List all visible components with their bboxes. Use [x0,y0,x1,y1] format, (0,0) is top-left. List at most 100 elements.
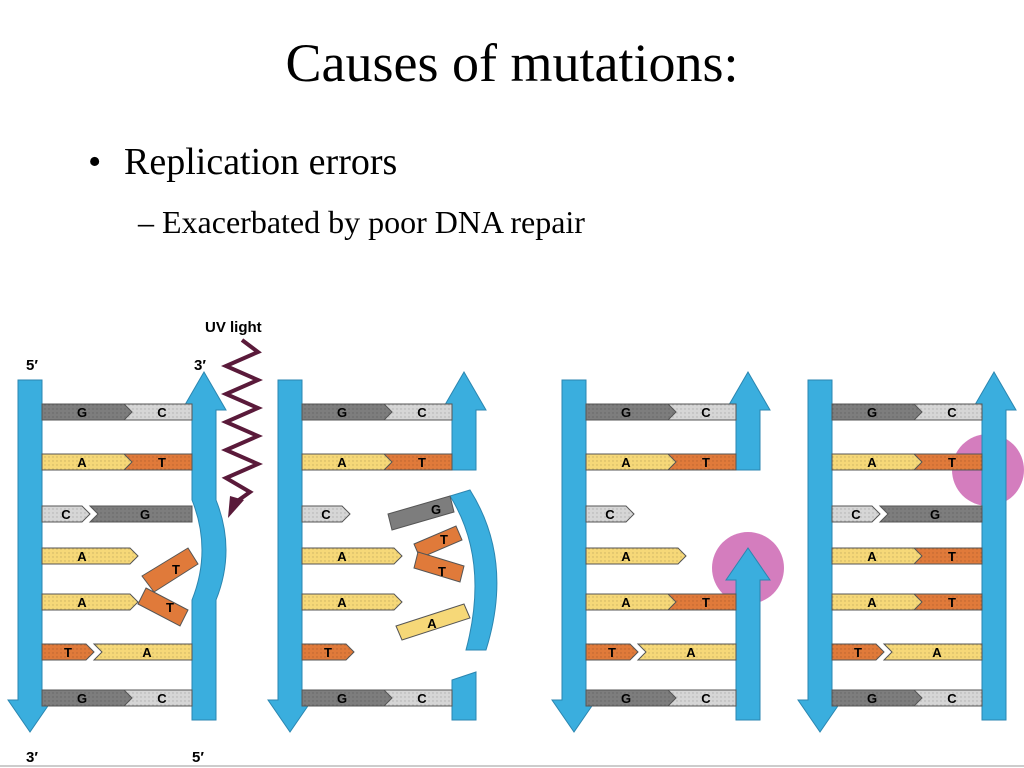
base-label: G [867,691,877,706]
base-label: A [77,455,87,470]
base-texture [668,454,736,470]
base-label: A [686,645,696,660]
base-label: C [417,691,427,706]
base-texture [832,594,932,610]
base-label: G [77,691,87,706]
excised-base-a [395,603,471,641]
base-label: T [324,645,332,660]
base-label: G [337,691,347,706]
base-label: C [417,405,427,420]
base-texture [638,644,736,660]
base-label: C [605,507,615,522]
uv-wave-arrowhead [228,496,244,518]
base-texture [302,454,402,470]
base-texture [586,506,634,522]
base-texture [914,548,982,564]
backbone-left-strand [7,379,53,733]
three-prime-top-label: 3′ [194,357,206,374]
base-label: G [621,405,631,420]
bullet-text: Replication errors [124,141,398,183]
base-label: T [438,564,446,579]
base-texture [668,404,736,420]
sub-bullet-text: – Exacerbated by poor DNA repair [138,204,585,240]
base-label: T [64,645,72,660]
base-texture [914,594,982,610]
base-label: T [948,455,956,470]
backbone-right-strand [971,371,1017,721]
base-label: C [851,507,861,522]
base-texture [586,644,638,660]
base-texture [832,548,932,564]
base-texture [42,690,142,706]
excised-base-t2 [413,551,465,583]
base-label: C [701,691,711,706]
base-label: A [337,455,347,470]
base-label: C [947,691,957,706]
base-label: G [140,507,150,522]
base-texture [302,506,350,522]
slide-title: Causes of mutations: [285,33,739,93]
base-label: A [867,455,877,470]
base-texture [42,454,142,470]
base-label: T [608,645,616,660]
excised-strand-fragment [449,489,498,651]
base-texture [832,506,880,522]
base-texture [586,690,686,706]
three-prime-bottom-label: 3′ [26,749,38,766]
base-texture [832,690,932,706]
thymine-dimer-1 [141,547,199,593]
backbone-left-strand [551,379,597,733]
base-label: G [337,405,347,420]
base-label: G [621,691,631,706]
base-texture [42,404,142,420]
base-texture [42,644,94,660]
base-label: A [77,549,87,564]
base-texture [90,506,192,522]
base-label: T [948,595,956,610]
base-texture [884,644,982,660]
base-label: A [932,645,942,660]
base-texture [668,690,736,706]
base-label: C [157,405,167,420]
backbone-left-strand [797,379,843,733]
base-texture [124,690,192,706]
base-texture [42,594,138,610]
base-texture [668,594,736,610]
base-texture [302,594,402,610]
base-label: T [166,600,174,615]
base-label: G [431,502,441,517]
base-label: T [854,645,862,660]
base-texture [586,594,686,610]
base-label: C [321,507,331,522]
base-texture [384,454,452,470]
base-label: G [930,507,940,522]
base-texture [124,404,192,420]
backbone-right-strand-lower [451,671,477,721]
base-label: T [948,549,956,564]
base-label: A [621,549,631,564]
base-texture [302,690,402,706]
base-texture [880,506,982,522]
backbone-right-strand [181,371,227,721]
base-texture [832,644,884,660]
base-texture [832,454,932,470]
base-label: A [427,616,437,631]
base-texture [302,548,402,564]
base-label: C [947,405,957,420]
base-label: C [61,507,71,522]
base-texture [42,506,90,522]
base-texture [94,644,192,660]
base-texture [832,404,932,420]
base-texture [586,548,686,564]
bullet-dot: • [88,141,102,183]
new-strand-synthesis [725,547,771,721]
uv-light-label: UV light [205,319,262,336]
base-label: T [440,532,448,547]
thymine-dimer-2 [137,587,189,627]
base-label: G [867,405,877,420]
base-texture [302,404,402,420]
bullet-item: • Replication errors [88,138,397,186]
base-label: A [621,595,631,610]
